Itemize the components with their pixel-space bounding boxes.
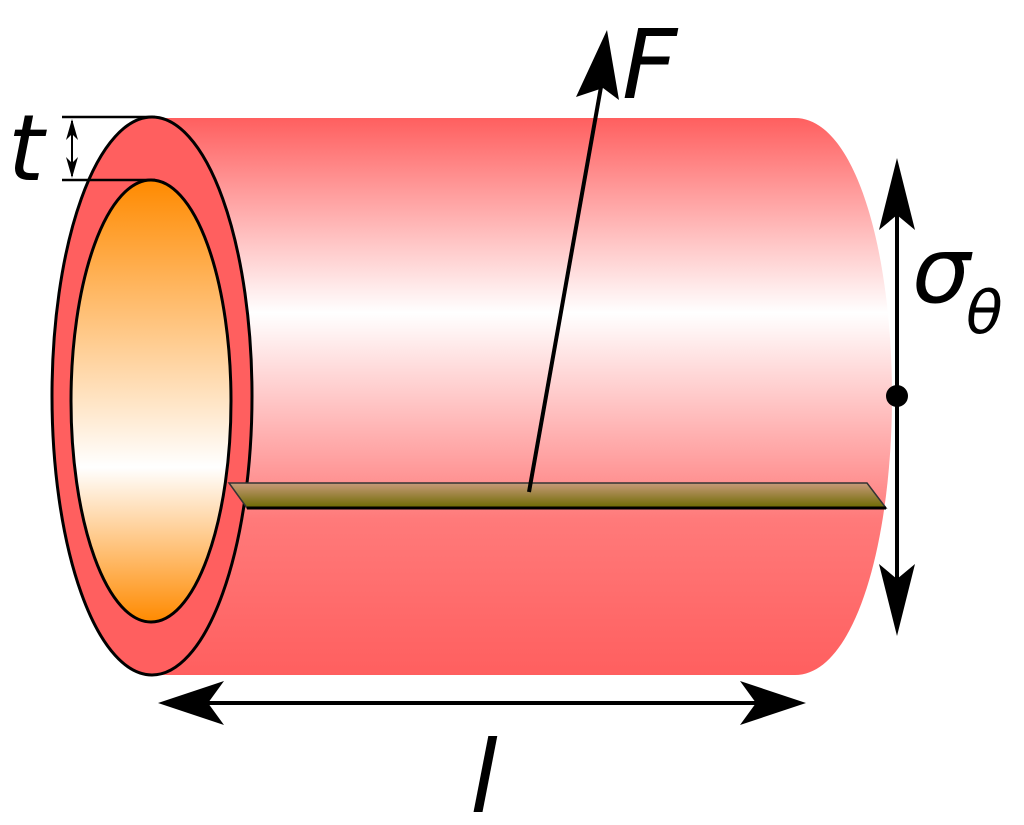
length-arrow-right bbox=[740, 681, 806, 725]
hoop-stress-arrow-up bbox=[879, 158, 915, 230]
force-arrow-head bbox=[576, 30, 619, 100]
length-arrow-left bbox=[158, 681, 224, 725]
longitudinal-cut-plane bbox=[227, 482, 888, 509]
stress-symbol-label: σ bbox=[912, 217, 973, 324]
thickness-arrow-down bbox=[66, 157, 78, 178]
length-label: l bbox=[470, 719, 498, 825]
stress-subscript-label: θ bbox=[966, 278, 1003, 348]
thickness-label: t bbox=[8, 95, 47, 202]
force-label: F bbox=[622, 9, 679, 121]
hoop-stress-point bbox=[886, 385, 908, 407]
hoop-stress-arrow-down bbox=[879, 564, 915, 636]
thickness-arrow-up bbox=[66, 119, 78, 140]
cylinder-body bbox=[155, 118, 892, 675]
force-arrow-shaft bbox=[527, 69, 606, 493]
cylinder-bore bbox=[69, 178, 233, 624]
